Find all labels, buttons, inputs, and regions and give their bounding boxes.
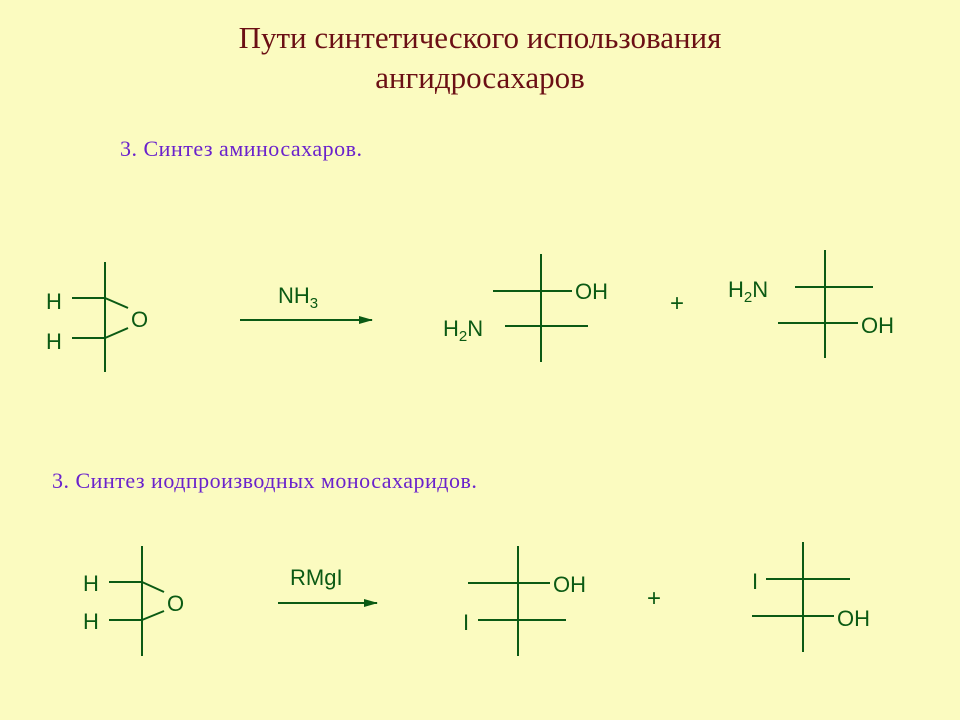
- product-2b-structure: [752, 542, 850, 652]
- reagent-nh3: NH3: [278, 283, 318, 312]
- group-oh-2b: OH: [837, 606, 870, 631]
- product-1b-structure: [778, 250, 873, 358]
- atom-h-lower-2: H: [83, 609, 99, 634]
- atom-h-upper-1: H: [46, 289, 62, 314]
- atom-h-upper-2: H: [83, 571, 99, 596]
- product-1a-structure: [493, 254, 588, 362]
- group-oh-1b: OH: [861, 313, 894, 338]
- atom-o-2: O: [167, 591, 184, 616]
- epoxide-structure-1: [72, 262, 129, 372]
- plus-sign-2: +: [647, 585, 661, 612]
- section-heading-iodo-monosaccharides: 3. Синтез иодпроизводных моносахаридов.: [52, 468, 478, 493]
- section-heading-aminosugars: 3. Синтез аминосахаров.: [120, 136, 363, 161]
- reagent-rmgi: RMgI: [290, 565, 343, 590]
- atom-h-lower-1: H: [46, 329, 62, 354]
- group-i-2b: I: [752, 569, 758, 594]
- plus-sign-1: +: [670, 290, 684, 317]
- group-h2n-1b: H2N: [728, 277, 768, 306]
- group-h2n-1a: H2N: [443, 316, 483, 345]
- epoxide-structure-2: [109, 546, 165, 656]
- group-oh-2a: OH: [553, 572, 586, 597]
- slide-title-line1: Пути синтетического использования: [238, 20, 722, 55]
- atom-o-1: O: [131, 307, 148, 332]
- slide-title-line2: ангидросахаров: [375, 60, 585, 95]
- slide-title: Пути синтетического использования ангидр…: [0, 18, 960, 98]
- group-oh-1a: OH: [575, 279, 608, 304]
- product-2a-structure: [468, 546, 566, 656]
- group-i-2a: I: [463, 610, 469, 635]
